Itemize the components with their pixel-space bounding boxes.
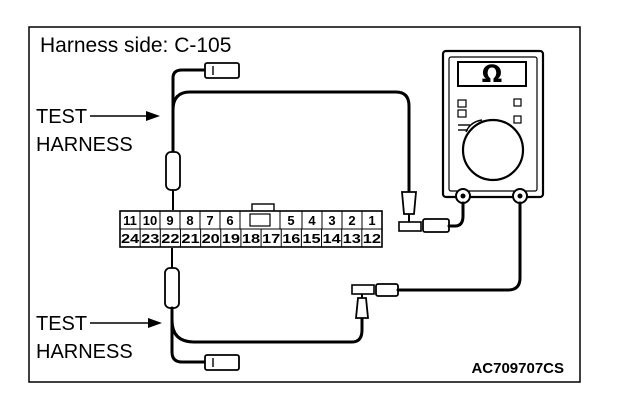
bottom-test-label: TEST — [36, 313, 87, 335]
ohmmeter: Ω — [441, 49, 545, 204]
connector-pin-label: 13 — [343, 231, 361, 246]
connector-pin-label: 4 — [308, 213, 316, 228]
top-test-harness — [165, 62, 411, 210]
connector-pin-label: 16 — [282, 231, 300, 246]
connector-pin-label: 17 — [262, 231, 280, 246]
connector-pin-label: 24 — [121, 231, 140, 246]
connector-pin-label: 15 — [302, 231, 320, 246]
upper-meter-probe — [422, 201, 465, 233]
diagram-frame — [28, 26, 581, 383]
top-harness-label: HARNESS — [36, 134, 133, 156]
connector-pin-label: 20 — [202, 231, 220, 246]
connector-pin-label: 23 — [141, 231, 159, 246]
connector-pin-label: 19 — [222, 231, 240, 246]
diagram-title: Harness side: C-105 — [40, 34, 231, 57]
connector-pin-label: 14 — [323, 231, 342, 246]
connector-pin-label: 1 — [368, 213, 375, 228]
lower-meter-probe — [375, 201, 522, 297]
connector-pin-label: 9 — [166, 213, 173, 228]
top-pointer-arrow — [90, 111, 160, 121]
connector-pin-label: 22 — [161, 231, 179, 246]
connector-pin-label: 18 — [242, 231, 260, 246]
connector-pin-label: 7 — [206, 213, 213, 228]
meter-display — [457, 61, 527, 87]
bottom-harness-label: HARNESS — [36, 341, 133, 363]
rotary-dial — [461, 118, 525, 182]
connector-blank-cavity — [249, 213, 271, 227]
bottom-test-harness — [164, 248, 364, 371]
connector-pin-label: 12 — [363, 231, 381, 246]
upper-alligator-clip — [398, 191, 422, 232]
connector-pin-label: 5 — [287, 213, 294, 228]
figure-code: AC709707CS — [471, 360, 564, 377]
connector-pin-label: 10 — [143, 213, 157, 228]
connector-pin-label: 2 — [348, 213, 355, 228]
ohm-symbol: Ω — [482, 60, 502, 88]
connector-pin-label: 8 — [186, 213, 193, 228]
connector-pin-label: 3 — [328, 213, 335, 228]
connector-pin-label: 6 — [226, 213, 233, 228]
connector-pin-label: 21 — [181, 231, 199, 246]
top-test-label: TEST — [36, 106, 87, 128]
bottom-pointer-arrow — [90, 318, 162, 328]
lower-alligator-clip — [351, 284, 375, 319]
connector-pin-label: 11 — [123, 213, 137, 228]
